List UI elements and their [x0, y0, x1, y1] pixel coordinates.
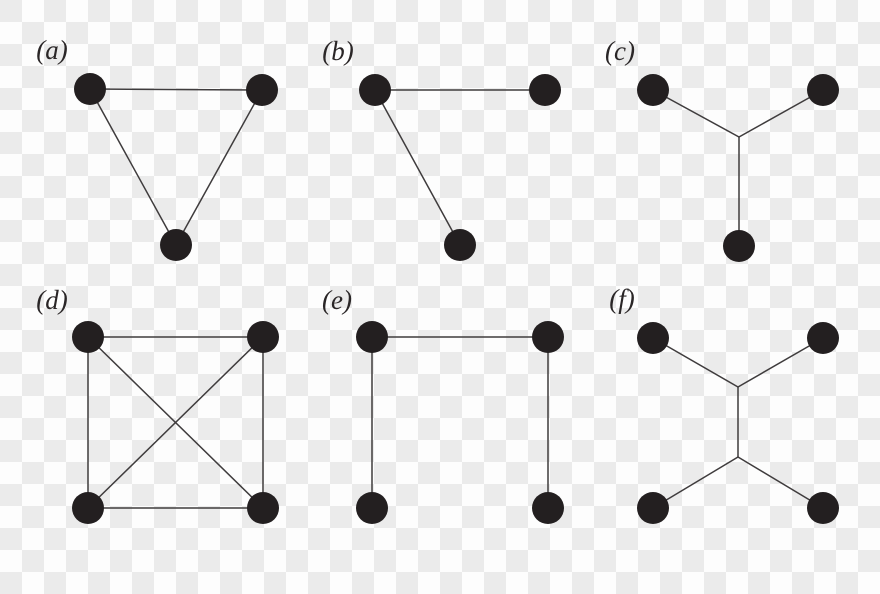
panel-f: (f)	[609, 284, 839, 524]
graph-node	[532, 492, 564, 524]
panel-d: (d)	[36, 285, 279, 524]
graph-node	[72, 492, 104, 524]
graph-edge	[87, 336, 264, 509]
graph-edge	[738, 89, 824, 138]
graph-node	[246, 74, 278, 106]
panel-label: (f)	[609, 284, 634, 314]
graph-edge	[89, 88, 177, 246]
graph-node	[160, 229, 192, 261]
graph-edge	[175, 89, 263, 246]
graph-node	[637, 74, 669, 106]
graph-edge	[652, 456, 739, 509]
graph-node	[247, 321, 279, 353]
graph-node	[532, 321, 564, 353]
graph-node	[807, 322, 839, 354]
graph-node	[356, 492, 388, 524]
panel-label: (d)	[36, 285, 67, 315]
graph-node	[723, 230, 755, 262]
panel-e: (e)	[322, 285, 564, 524]
graph-edge	[89, 88, 263, 91]
graph-node	[444, 229, 476, 261]
panel-label: (b)	[322, 36, 353, 66]
graph-node	[356, 321, 388, 353]
graph-node	[72, 321, 104, 353]
panel-label: (e)	[322, 285, 352, 315]
panel-label: (c)	[605, 36, 635, 66]
graph-node	[529, 74, 561, 106]
graph-edge	[737, 337, 824, 388]
graph-node	[807, 74, 839, 106]
graph-node	[247, 492, 279, 524]
graph-edge	[737, 456, 824, 509]
graph-node	[74, 73, 106, 105]
graph-node	[637, 322, 669, 354]
graph-node	[359, 74, 391, 106]
panel-c: (c)	[605, 36, 839, 262]
panel-a: (a)	[36, 35, 278, 261]
panel-b: (b)	[322, 36, 561, 261]
graph-node	[637, 492, 669, 524]
panel-label: (a)	[36, 35, 67, 65]
graph-edge	[652, 89, 740, 138]
graph-node	[807, 492, 839, 524]
graph-edge	[652, 337, 739, 388]
graph-edge	[374, 89, 461, 246]
